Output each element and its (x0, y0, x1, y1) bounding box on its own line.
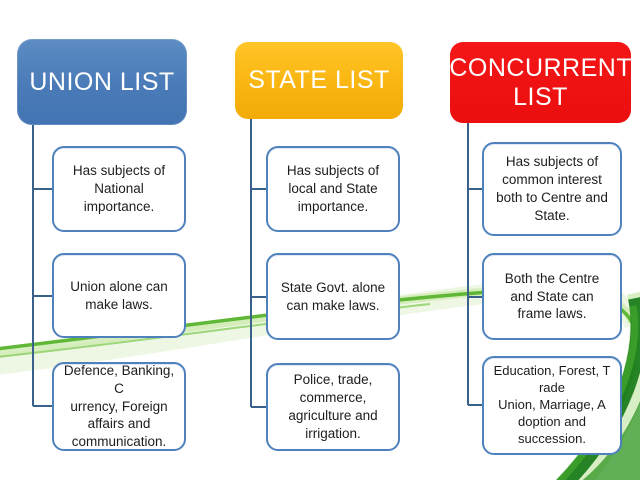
state-item-3: Police, trade, commerce, agriculture and… (266, 363, 400, 451)
union-list-title: UNION LIST (29, 67, 175, 96)
union-list-header: UNION LIST (17, 39, 187, 125)
concurrent-item-1: Has subjects of common interest both to … (482, 142, 622, 236)
union-item-3-text: Defence, Banking, C urrency, Foreign aff… (63, 362, 175, 450)
state-item-2-text: State Govt. alone can make laws. (280, 279, 386, 313)
connector-concurrent (467, 123, 482, 406)
concurrent-list-title: CONCURRENT LIST (449, 53, 633, 111)
union-item-3: Defence, Banking, C urrency, Foreign aff… (52, 362, 186, 451)
state-item-1: Has subjects of local and State importan… (266, 146, 400, 232)
state-item-1-text: Has subjects of local and State importan… (286, 163, 380, 214)
union-item-2-text: Union alone can make laws. (70, 278, 168, 312)
concurrent-item-2-text: Both the Centre and State can frame laws… (504, 270, 600, 322)
swoosh-corner-fill (582, 400, 640, 480)
state-item-3-text: Police, trade, commerce, agriculture and… (288, 372, 378, 441)
union-item-1: Has subjects of National importance. (52, 146, 186, 232)
concurrent-list-header: CONCURRENT LIST (449, 42, 633, 123)
state-list-header: STATE LIST (235, 42, 403, 119)
concurrent-item-3-text: Education, Forest, T rade Union, Marriag… (493, 363, 611, 446)
concurrent-item-3: Education, Forest, T rade Union, Marriag… (482, 356, 622, 455)
connector-state (250, 119, 266, 408)
concurrent-item-1-text: Has subjects of common interest both to … (496, 154, 608, 223)
state-item-2: State Govt. alone can make laws. (266, 253, 400, 340)
connector-union (32, 125, 52, 407)
concurrent-item-2: Both the Centre and State can frame laws… (482, 253, 622, 340)
union-item-1-text: Has subjects of National importance. (72, 163, 166, 214)
swoosh-descent-dark (556, 297, 640, 480)
union-item-2: Union alone can make laws. (52, 253, 186, 338)
state-list-title: STATE LIST (248, 66, 390, 95)
